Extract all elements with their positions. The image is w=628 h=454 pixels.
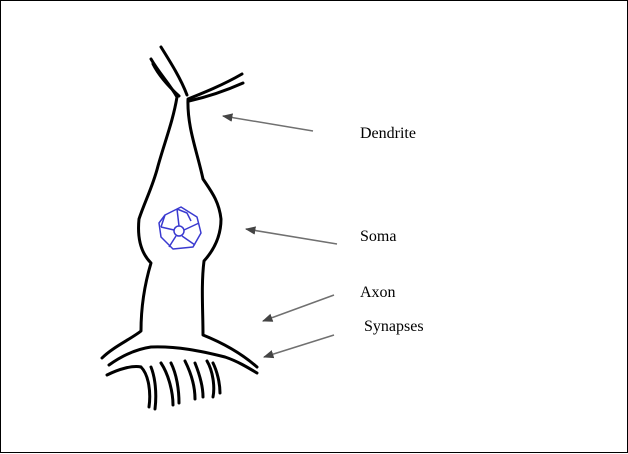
- neuron-outline-left: [102, 59, 177, 358]
- nucleus: [159, 207, 201, 249]
- arrow-axon: [263, 295, 334, 321]
- label-dendrite: Dendrite: [360, 125, 416, 143]
- arrow-dendrite: [223, 116, 313, 131]
- arrow-synapses: [264, 335, 334, 357]
- dendrite-branch-middle: [161, 47, 187, 95]
- label-synapses: Synapses: [364, 318, 424, 336]
- arrow-soma: [246, 229, 337, 244]
- label-soma: Soma: [360, 228, 396, 246]
- synapse-terminals: [107, 347, 257, 409]
- label-axon: Axon: [360, 284, 396, 302]
